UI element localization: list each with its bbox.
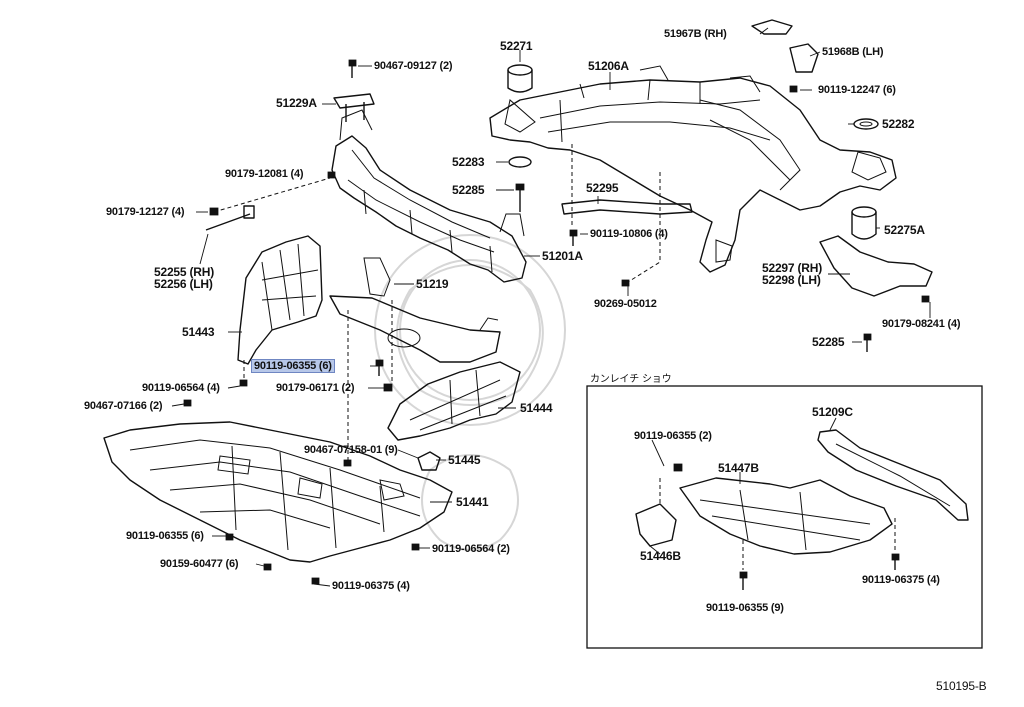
label-51219[interactable]: 51219 [416,277,449,291]
inset-box [586,385,983,649]
label-90119-06375-left[interactable]: 90119-06375 (4) [332,580,410,592]
center-bracket [329,257,501,363]
watermark [374,234,566,551]
label-51201a[interactable]: 51201A [542,249,583,263]
label-51229a[interactable]: 51229A [276,96,317,110]
label-51967b[interactable]: 51967B (RH) [664,28,727,40]
right-side-cover [387,361,521,441]
label-90179-06171[interactable]: 90179-06171 (2) [276,382,355,394]
label-90119-10806[interactable]: 90119-10806 (4) [590,228,668,240]
label-90119-06355-highlighted[interactable]: 90119-06355 (6) [251,359,335,373]
label-90467-09127[interactable]: 90467-09127 (2) [374,60,453,72]
label-52298[interactable]: 52298 (LH) [762,273,821,287]
label-52275a[interactable]: 52275A [884,223,925,237]
label-90269-05012[interactable]: 90269-05012 [594,298,657,310]
label-51206a[interactable]: 51206A [588,59,629,73]
label-90179-12127[interactable]: 90179-12127 (4) [106,206,185,218]
front-crossmember [331,109,527,283]
label-90467-07158-01[interactable]: 90467-07158-01 (9) [304,444,398,456]
label-52271[interactable]: 52271 [500,39,533,53]
label-51445[interactable]: 51445 [448,453,481,467]
inset-title: カンレイチ ショウ [590,374,672,385]
label-52295[interactable]: 52295 [586,181,619,195]
label-51968b[interactable]: 51968B (LH) [822,46,884,58]
upper-small-parts [205,19,933,297]
label-90119-06355-9[interactable]: 90119-06355 (9) [706,602,784,614]
label-51444[interactable]: 51444 [520,401,553,415]
label-90119-06355-left[interactable]: 90119-06355 (6) [126,530,204,542]
label-52256[interactable]: 52256 (LH) [154,277,213,291]
label-90467-07166[interactable]: 90467-07166 (2) [84,400,163,412]
label-90119-06564-right[interactable]: 90119-06564 (2) [432,543,510,555]
label-52297[interactable]: 52297 (RH) [762,261,823,275]
assembly-lines [213,144,661,460]
label-51446b[interactable]: 51446B [640,549,681,563]
label-51447b[interactable]: 51447B [718,461,759,475]
label-52282[interactable]: 52282 [882,117,915,131]
label-90119-06564-left[interactable]: 90119-06564 (4) [142,382,220,394]
label-52255[interactable]: 52255 (RH) [154,265,215,279]
label-51209c[interactable]: 51209C [812,405,853,419]
label-52285-top[interactable]: 52285 [452,183,485,197]
label-51443[interactable]: 51443 [182,325,215,339]
label-90119-12247[interactable]: 90119-12247 (6) [818,84,896,96]
rear-suspension-member [489,65,897,273]
diagram-code: 510195-B [936,679,987,693]
label-90179-08241[interactable]: 90179-08241 (4) [882,318,961,330]
front-side-cover [237,235,323,365]
engine-undercover [103,421,453,563]
leader-lines [171,27,931,587]
label-52283[interactable]: 52283 [452,155,485,169]
label-90159-60477[interactable]: 90159-60477 (6) [160,558,239,570]
label-90119-06375-right[interactable]: 90119-06375 (4) [862,574,940,586]
label-51441[interactable]: 51441 [456,495,489,509]
label-90119-06355-inset[interactable]: 90119-06355 (2) [634,430,712,442]
label-52285-bottom[interactable]: 52285 [812,335,845,349]
small-bracket-51445 [417,451,441,471]
bolts [183,59,930,585]
label-90179-12081[interactable]: 90179-12081 (4) [225,168,304,180]
